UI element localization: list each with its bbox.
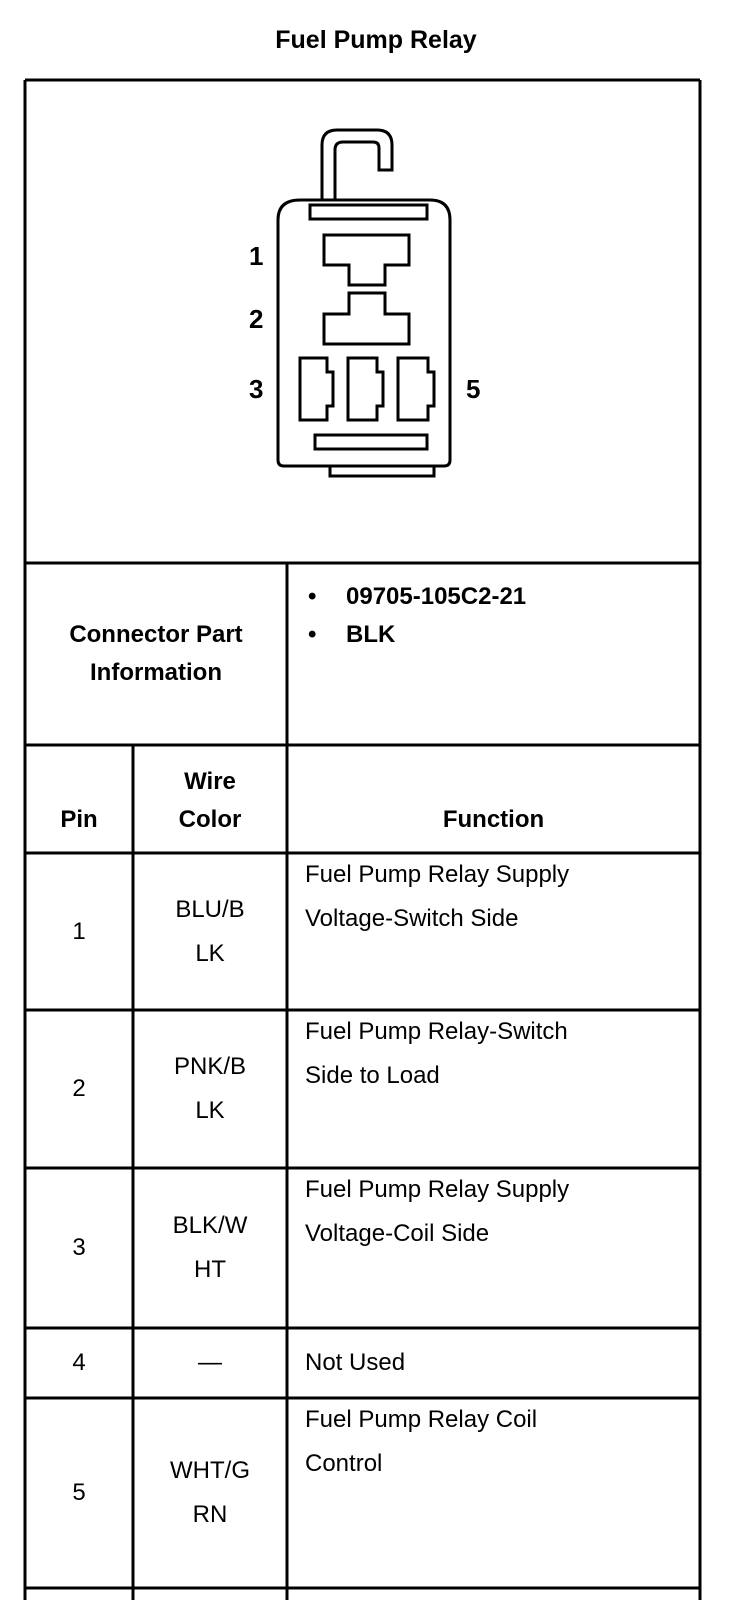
header-pin: Pin bbox=[25, 745, 133, 853]
function-line: Side to Load bbox=[305, 1062, 440, 1089]
function-line: Fuel Pump Relay-Switch bbox=[305, 1018, 568, 1045]
function-line: Fuel Pump Relay Coil bbox=[305, 1406, 538, 1433]
table-row-5-function: Fuel Pump Relay Coil Control bbox=[287, 1398, 700, 1588]
page-title: Fuel Pump Relay bbox=[275, 26, 477, 54]
bullet-icon: • bbox=[308, 583, 317, 610]
wire-color-line: BLK/W bbox=[172, 1212, 248, 1239]
table-row-4-wire: — bbox=[198, 1349, 222, 1376]
table-row-1-pin: 1 bbox=[72, 917, 86, 945]
table-row-3-wire: BLK/W HT bbox=[133, 1168, 287, 1328]
wire-color-line: PNK/B bbox=[173, 1053, 247, 1080]
connector-info-item: • BLK bbox=[290, 616, 700, 654]
connector-part-number: 09705-105C2-21 bbox=[346, 583, 527, 610]
header-function-label: Function bbox=[442, 806, 545, 833]
wire-color-line: HT bbox=[194, 1256, 226, 1283]
connector-info-item: • 09705-105C2-21 bbox=[290, 578, 700, 616]
table-row-4-pin: 4 bbox=[72, 1349, 86, 1376]
header-wire-color-line2: Color bbox=[178, 806, 242, 833]
header-function: Function bbox=[287, 745, 700, 853]
header-pin-label: Pin bbox=[60, 806, 98, 833]
wire-color-line: WHT/G bbox=[170, 1457, 250, 1484]
table-row-1-function: Fuel Pump Relay Supply Voltage-Switch Si… bbox=[287, 853, 700, 1010]
wire-color-line: RN bbox=[192, 1501, 228, 1528]
connector-info-label: Connector Part Information bbox=[25, 563, 287, 745]
table-row-2-function: Fuel Pump Relay-Switch Side to Load bbox=[287, 1010, 700, 1168]
diagram-pin-1-label: 1 bbox=[249, 241, 264, 271]
table-row-4-function: Not Used bbox=[305, 1349, 406, 1376]
header-wire-color: Wire Color bbox=[133, 745, 287, 853]
connector-info-label-line1: Connector Part bbox=[69, 621, 243, 648]
function-line: Control bbox=[305, 1450, 383, 1477]
wire-color-line: LK bbox=[195, 939, 225, 967]
table-row-2-pin: 2 bbox=[72, 1075, 86, 1102]
diagram-pin-3-label: 3 bbox=[249, 374, 264, 404]
function-line: Fuel Pump Relay Supply bbox=[305, 1176, 570, 1203]
connector-diagram bbox=[276, 128, 452, 478]
table-row-5-wire: WHT/G RN bbox=[133, 1398, 287, 1588]
diagram-pin-5-label: 5 bbox=[466, 374, 481, 404]
connector-info-label-line2: Information bbox=[90, 659, 222, 686]
header-wire-color-line1: Wire bbox=[184, 768, 236, 795]
table-row-3-function: Fuel Pump Relay Supply Voltage-Coil Side bbox=[287, 1168, 700, 1328]
table-row-3-pin: 3 bbox=[72, 1234, 86, 1261]
function-line: Voltage-Switch Side bbox=[305, 905, 519, 932]
connector-info-list: • 09705-105C2-21 • BLK bbox=[290, 578, 700, 654]
wire-color-line: BLU/B bbox=[175, 895, 245, 923]
table-row-2-wire: PNK/B LK bbox=[133, 1010, 287, 1168]
wire-color-line: LK bbox=[195, 1097, 225, 1124]
diagram-pin-2-label: 2 bbox=[249, 304, 264, 334]
bullet-icon: • bbox=[308, 621, 317, 648]
function-line: Fuel Pump Relay Supply bbox=[305, 861, 570, 888]
table-row-5-pin: 5 bbox=[72, 1479, 86, 1506]
function-line: Voltage-Coil Side bbox=[305, 1220, 490, 1247]
connector-color: BLK bbox=[346, 621, 396, 648]
table-row-1-wire: BLU/B LK bbox=[133, 853, 287, 1010]
